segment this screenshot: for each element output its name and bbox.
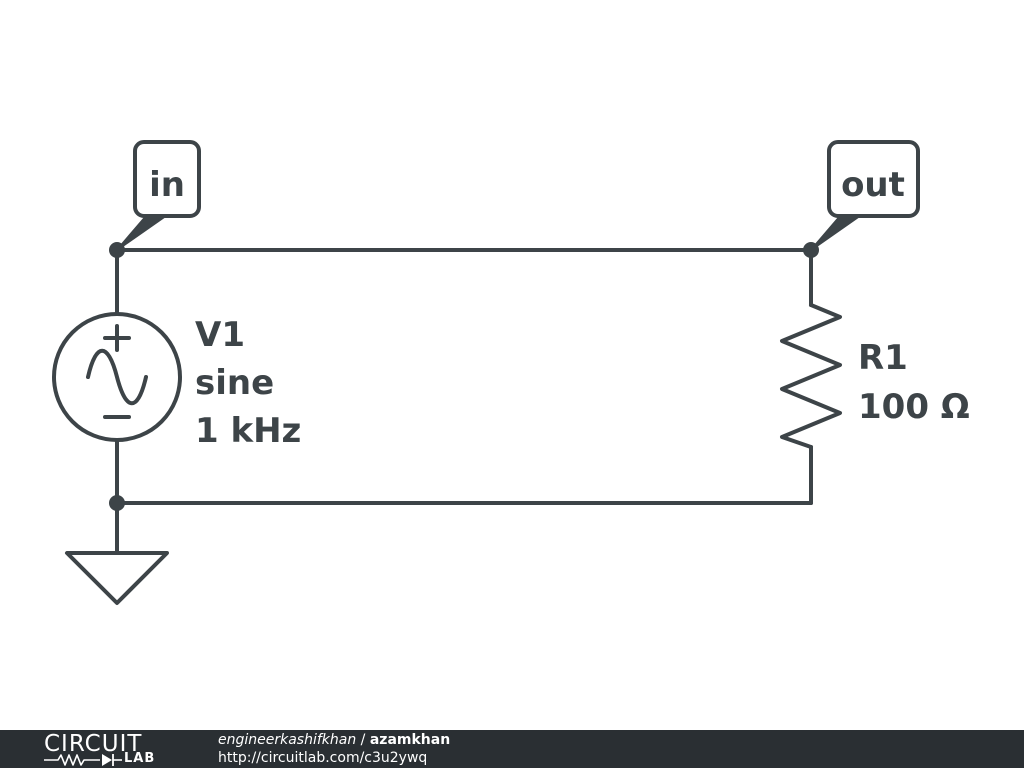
ground-symbol[interactable]: [65, 551, 169, 605]
owner-name[interactable]: azamkhan: [369, 732, 451, 748]
source-name: V1: [195, 315, 245, 355]
resistor-name: R1: [858, 338, 908, 378]
net-label-in[interactable]: in: [116, 140, 201, 251]
circuit-schematic: in out V1 sine 1 kHz R1 100 Ω: [52, 140, 970, 605]
credits-line: engineerkashifkhan / azamkhan: [218, 731, 450, 749]
source-type: sine: [195, 363, 274, 403]
resistor-value: 100 Ω: [858, 387, 970, 427]
footer-bar: CIRCUIT LAB engineerkashifkhan / azamkha…: [0, 730, 1024, 768]
circuitlab-logo-text[interactable]: CIRCUIT: [44, 731, 143, 757]
resistor-diode-logo-icon: [44, 754, 122, 766]
credits: engineerkashifkhan / azamkhan http://cir…: [218, 731, 450, 767]
source-frequency: 1 kHz: [195, 411, 301, 451]
junction-ground: [109, 495, 125, 511]
credits-separator: /: [356, 732, 370, 748]
circuitlab-logo-lab: LAB: [124, 751, 156, 766]
net-label-out[interactable]: out: [810, 140, 920, 251]
circuit-url[interactable]: http://circuitlab.com/c3u2ywq: [218, 750, 428, 766]
net-label-in-text: in: [149, 165, 185, 205]
author-name[interactable]: engineerkashifkhan: [218, 732, 357, 748]
sine-source-symbol[interactable]: [52, 312, 182, 442]
net-label-out-text: out: [841, 165, 905, 205]
resistor-symbol[interactable]: [780, 303, 842, 449]
